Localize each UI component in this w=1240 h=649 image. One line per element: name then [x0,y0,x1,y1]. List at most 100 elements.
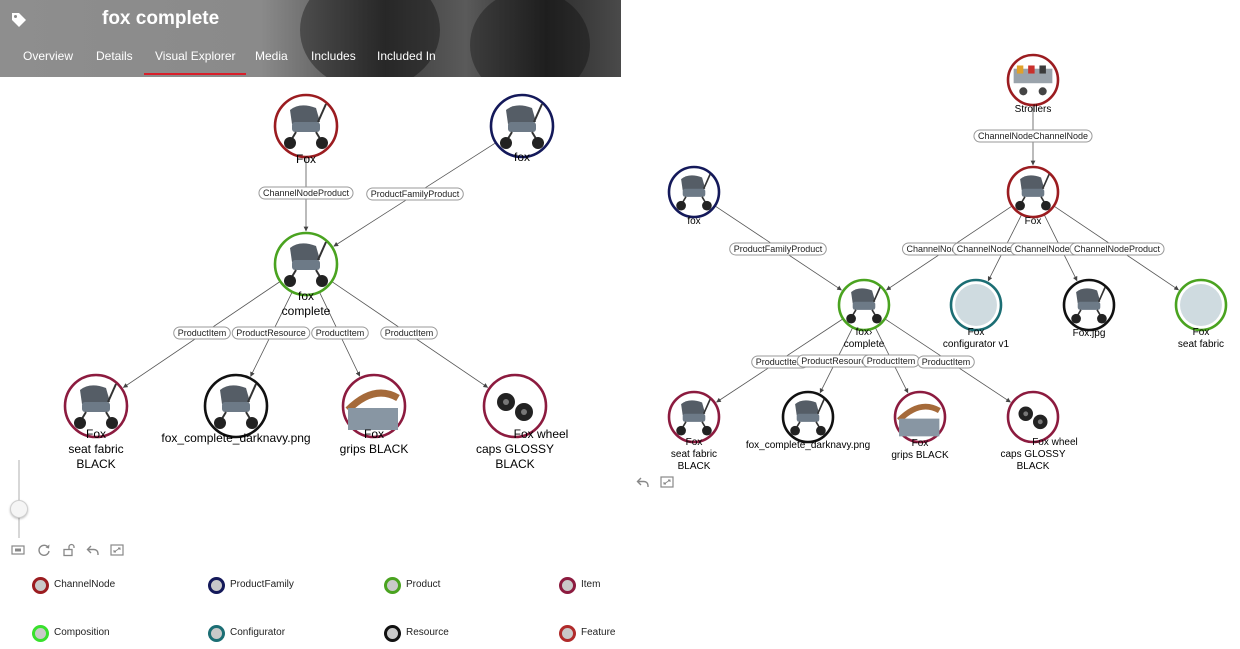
edge-label: ProductItem [917,355,975,369]
edge-label: ChannelNodeProduct [1069,242,1165,256]
refresh-icon[interactable] [37,543,51,557]
node-label: fox_complete_darknavy.png [746,440,870,451]
legend-label: Feature [581,627,616,638]
edge-label: ProductItem [173,326,231,340]
node-ring [482,373,548,439]
node-label: Fox [296,152,316,166]
tab-details[interactable]: Details [96,49,133,63]
svg-text:ProductItem: ProductItem [922,357,971,367]
node-label: seat fabric [68,442,123,456]
legend-label: ChannelNode [54,579,116,590]
node-label: Fox [86,427,106,441]
edge-labels: ChannelNodeProduct ProductFamilyProductPr… [173,186,464,340]
node-label: Fox [686,437,703,448]
node-label: BLACK [76,457,115,471]
svg-text:ChannelNodeRe: ChannelNodeRe [1015,244,1082,254]
graph-node-fox-family[interactable]: fox [489,93,555,164]
undo-icon[interactable] [86,543,100,557]
node-label: seat fabric [671,449,717,460]
tab-includes[interactable]: Includes [311,49,356,63]
node-label: fox [514,150,530,164]
legend-dot [384,577,401,594]
node-label: grips BLACK [891,450,949,461]
edge-label: ProductItem [862,354,920,368]
node-label: Fox [1025,216,1042,227]
legend-label: Product [406,579,441,590]
svg-text:ChannelNode: ChannelNode [906,244,961,254]
svg-text:ProductItem: ProductItem [316,328,365,338]
svg-text:ProductFamilyProduct: ProductFamilyProduct [734,244,823,254]
legend-dot [559,577,576,594]
svg-text:ProductItem: ProductItem [178,328,227,338]
banner-background-shape [300,0,440,77]
fit-to-screen-icon[interactable] [11,543,25,557]
edge-label: ChannelNodeProduct [258,186,354,200]
page-title: fox complete [102,8,220,29]
legend-label: ProductFamily [230,579,294,590]
node-label: complete [844,339,885,350]
graph-node-fox-complete[interactable]: fox›complete [837,278,891,350]
tab-included-in[interactable]: Included In [377,49,436,63]
unlock-icon[interactable] [62,543,76,557]
edge-label: ProductItem [380,326,438,340]
edge-labels: ChannelNodeChannelNodeProductFamilyProdu… [729,129,1165,369]
graph-node-darknavy[interactable]: fox_complete_darknavy.png [161,373,311,445]
svg-text:ProductItem: ProductItem [385,328,434,338]
node-label: grips BLACK [340,442,409,456]
legend-label: Configurator [230,627,286,638]
node-label: BLACK [495,457,534,471]
svg-text:ChannelNodeProduct: ChannelNodeProduct [1074,244,1161,254]
header-banner: fox complete Overview Details Visual Exp… [0,0,621,77]
svg-text:ChannelNodeCo: ChannelNodeCo [957,244,1024,254]
graph-node-strollers[interactable]: Strollers [1006,53,1060,115]
legend-label: Resource [406,627,449,638]
fullscreen-icon[interactable] [110,543,124,557]
node-label: Fox wheel [1032,437,1078,448]
tab-visual-explorer[interactable]: Visual Explorer [143,44,248,75]
svg-text:ProductResource: ProductResource [236,328,306,338]
edge-label: ProductFamilyProduct [366,187,464,201]
node-ring [1006,390,1060,444]
tab-media[interactable]: Media [255,49,288,63]
node-label: BLACK [1017,461,1050,472]
fullscreen-icon[interactable] [660,475,674,489]
node-label: Fox wheel [514,427,569,441]
node-label: caps GLOSSY [476,442,554,456]
node-label: caps GLOSSY [1000,449,1065,460]
node-label: Strollers [1015,104,1052,115]
edge-label: ProductFamilyProduct [729,242,827,256]
node-label: fox [687,216,700,227]
graph-node-fox-family[interactable]: fox [667,165,721,227]
tag-icon [12,13,26,27]
tab-overview[interactable]: Overview [23,49,74,63]
node-label: Fox [912,438,929,449]
node-label: Fox.jpg [1073,328,1106,339]
graph-node-darknavy[interactable]: fox_complete_darknavy.png [746,390,870,451]
node-label: seat fabric [1178,339,1224,350]
zoom-slider-track[interactable] [18,460,20,538]
graph-node-fox-channel[interactable]: Fox [1006,165,1060,227]
graph-node-fox-channel[interactable]: Fox [273,93,339,166]
undo-icon[interactable] [636,475,650,489]
legend-dot [559,625,576,642]
zoom-slider-thumb[interactable] [10,500,28,518]
legend-dot [208,625,225,642]
svg-text:ProductItem: ProductItem [756,357,805,367]
graph-node-foxjpg[interactable]: Fox.jpg [1062,278,1116,339]
node-label: configurator v1 [943,339,1010,350]
legend-label: Item [581,579,601,590]
legend-dot [384,625,401,642]
legend-label: Composition [54,627,110,638]
